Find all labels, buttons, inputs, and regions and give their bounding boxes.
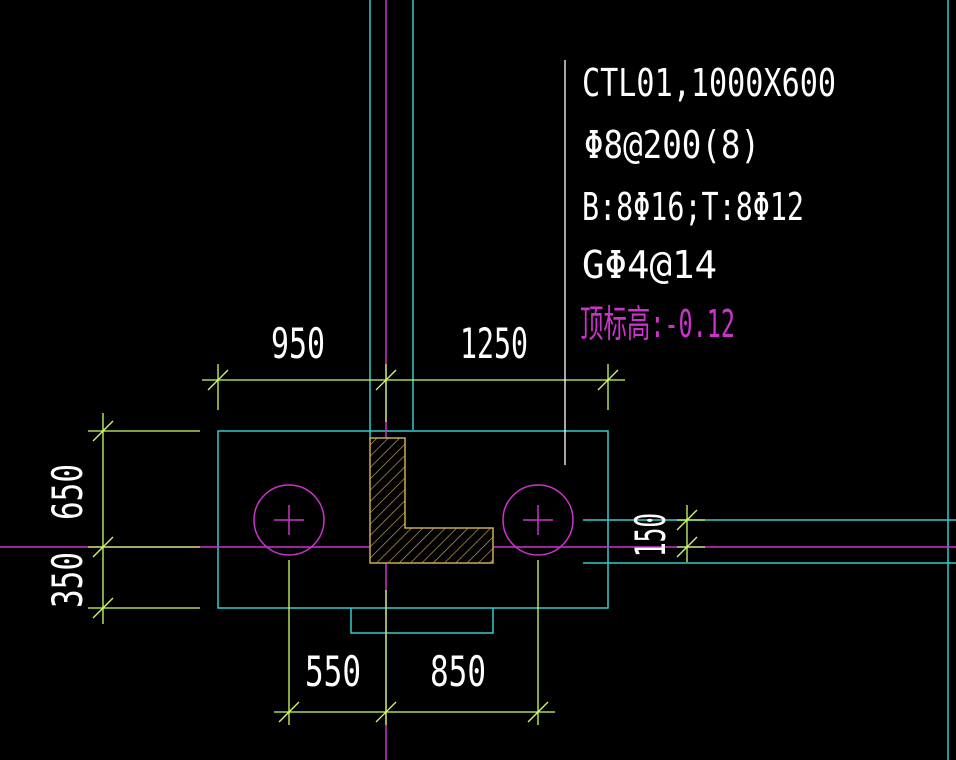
dim-right-offset: 150 <box>626 513 675 557</box>
dim-left-lower: 350 <box>43 552 92 608</box>
pile-right <box>502 484 574 556</box>
cap-id-size: CTL01,1000X600 <box>582 61 836 105</box>
pile-left <box>253 484 325 556</box>
pile-cap-outline <box>217 430 609 634</box>
longitudinal-spec: B:8Φ16;T:8Φ12 <box>582 185 804 229</box>
dim-top-right: 1250 <box>460 319 528 368</box>
dim-bottom-right: 850 <box>430 647 486 696</box>
stirrup-spec: Φ8@200(8) <box>584 123 760 167</box>
top-elevation: 顶标高:-0.12 <box>580 302 735 346</box>
dim-bottom-left: 550 <box>305 647 361 696</box>
l-column-section <box>369 437 494 564</box>
side-bar-spec: GΦ4@14 <box>582 243 717 287</box>
dim-top-left: 950 <box>271 319 325 368</box>
dimension-lines <box>88 364 705 725</box>
dim-left-upper: 650 <box>43 464 92 520</box>
column-grid-lines <box>369 0 956 760</box>
